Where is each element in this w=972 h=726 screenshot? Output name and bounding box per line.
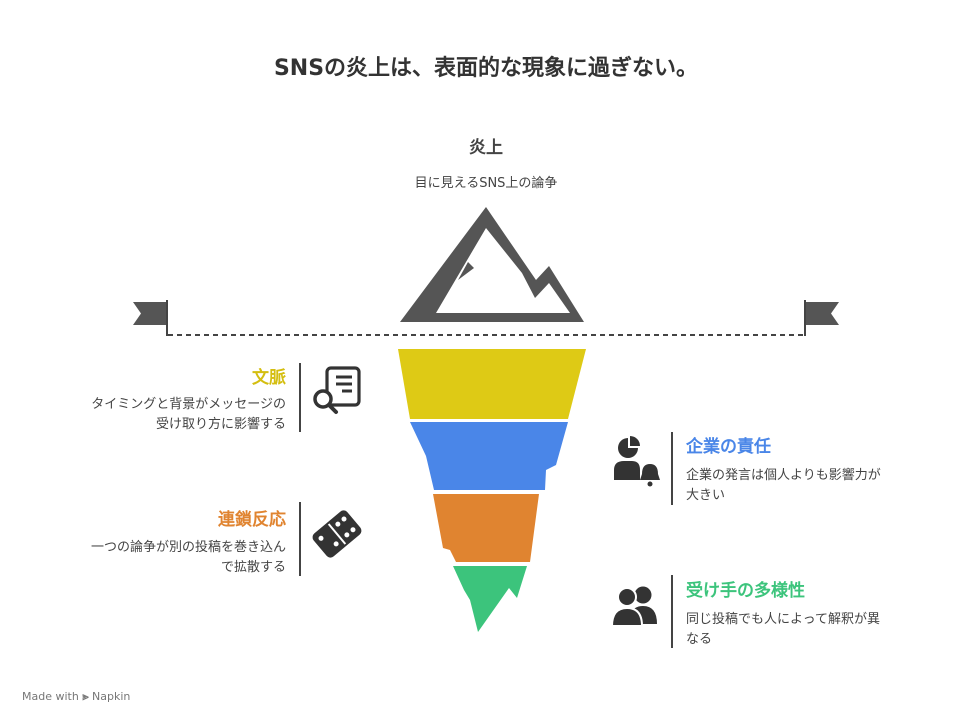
desc-line: なる [686, 632, 713, 647]
layer-responsibility-band [410, 422, 568, 490]
layer-diversity-desc: 同じ投稿でも人によって解釈が異 なる [686, 610, 946, 650]
mountain-notch [458, 262, 474, 280]
layer-chain-desc: 一つの論争が別の投稿を巻き込ん で拡散する [26, 538, 286, 578]
page-title: SNSの炎上は、表面的な現象に過ぎない。 [273, 56, 699, 81]
layer-context-band [398, 349, 586, 419]
layer-chain-title: 連鎖反応 [218, 510, 286, 530]
iceberg-tip-title: 炎上 [469, 138, 503, 158]
mountain-icon [400, 207, 584, 322]
napkin-logo-icon: ⪢ [82, 690, 89, 703]
document-search-icon [313, 366, 361, 414]
footer-brand: Napkin [92, 690, 131, 703]
layer-diversity-title: 受け手の多様性 [686, 581, 805, 601]
layer-context-title: 文脈 [252, 368, 286, 388]
desc-line: タイミングと背景がメッセージの [91, 397, 286, 412]
domino-icon [312, 510, 362, 558]
people-group-icon [610, 586, 657, 627]
layer-chain-band [433, 494, 539, 562]
layer-responsibility-desc: 企業の発言は個人よりも影響力が 大きい [686, 466, 946, 506]
desc-line: で拡散する [220, 560, 286, 575]
desc-line: 大きい [686, 488, 726, 503]
desc-line: 受け取り方に影響する [155, 417, 286, 432]
desc-line: 同じ投稿でも人によって解釈が異 [686, 612, 880, 627]
layer-context-desc: タイミングと背景がメッセージの 受け取り方に影響する [26, 395, 286, 435]
desc-line: 一つの論争が別の投稿を巻き込ん [90, 540, 286, 555]
desc-line: 企業の発言は個人よりも影響力が [686, 468, 881, 483]
iceberg-tip-subtitle: 目に見えるSNS上の論争 [414, 176, 558, 191]
footer-made-with: Made with [22, 690, 79, 703]
right-flag-icon [804, 300, 839, 336]
footer-watermark: Made with ⪢ Napkin [22, 690, 130, 704]
person-alert-icon [614, 436, 660, 487]
left-flag-icon [133, 300, 168, 336]
layer-responsibility-title: 企業の責任 [686, 437, 771, 457]
layer-diversity-band [453, 566, 527, 632]
